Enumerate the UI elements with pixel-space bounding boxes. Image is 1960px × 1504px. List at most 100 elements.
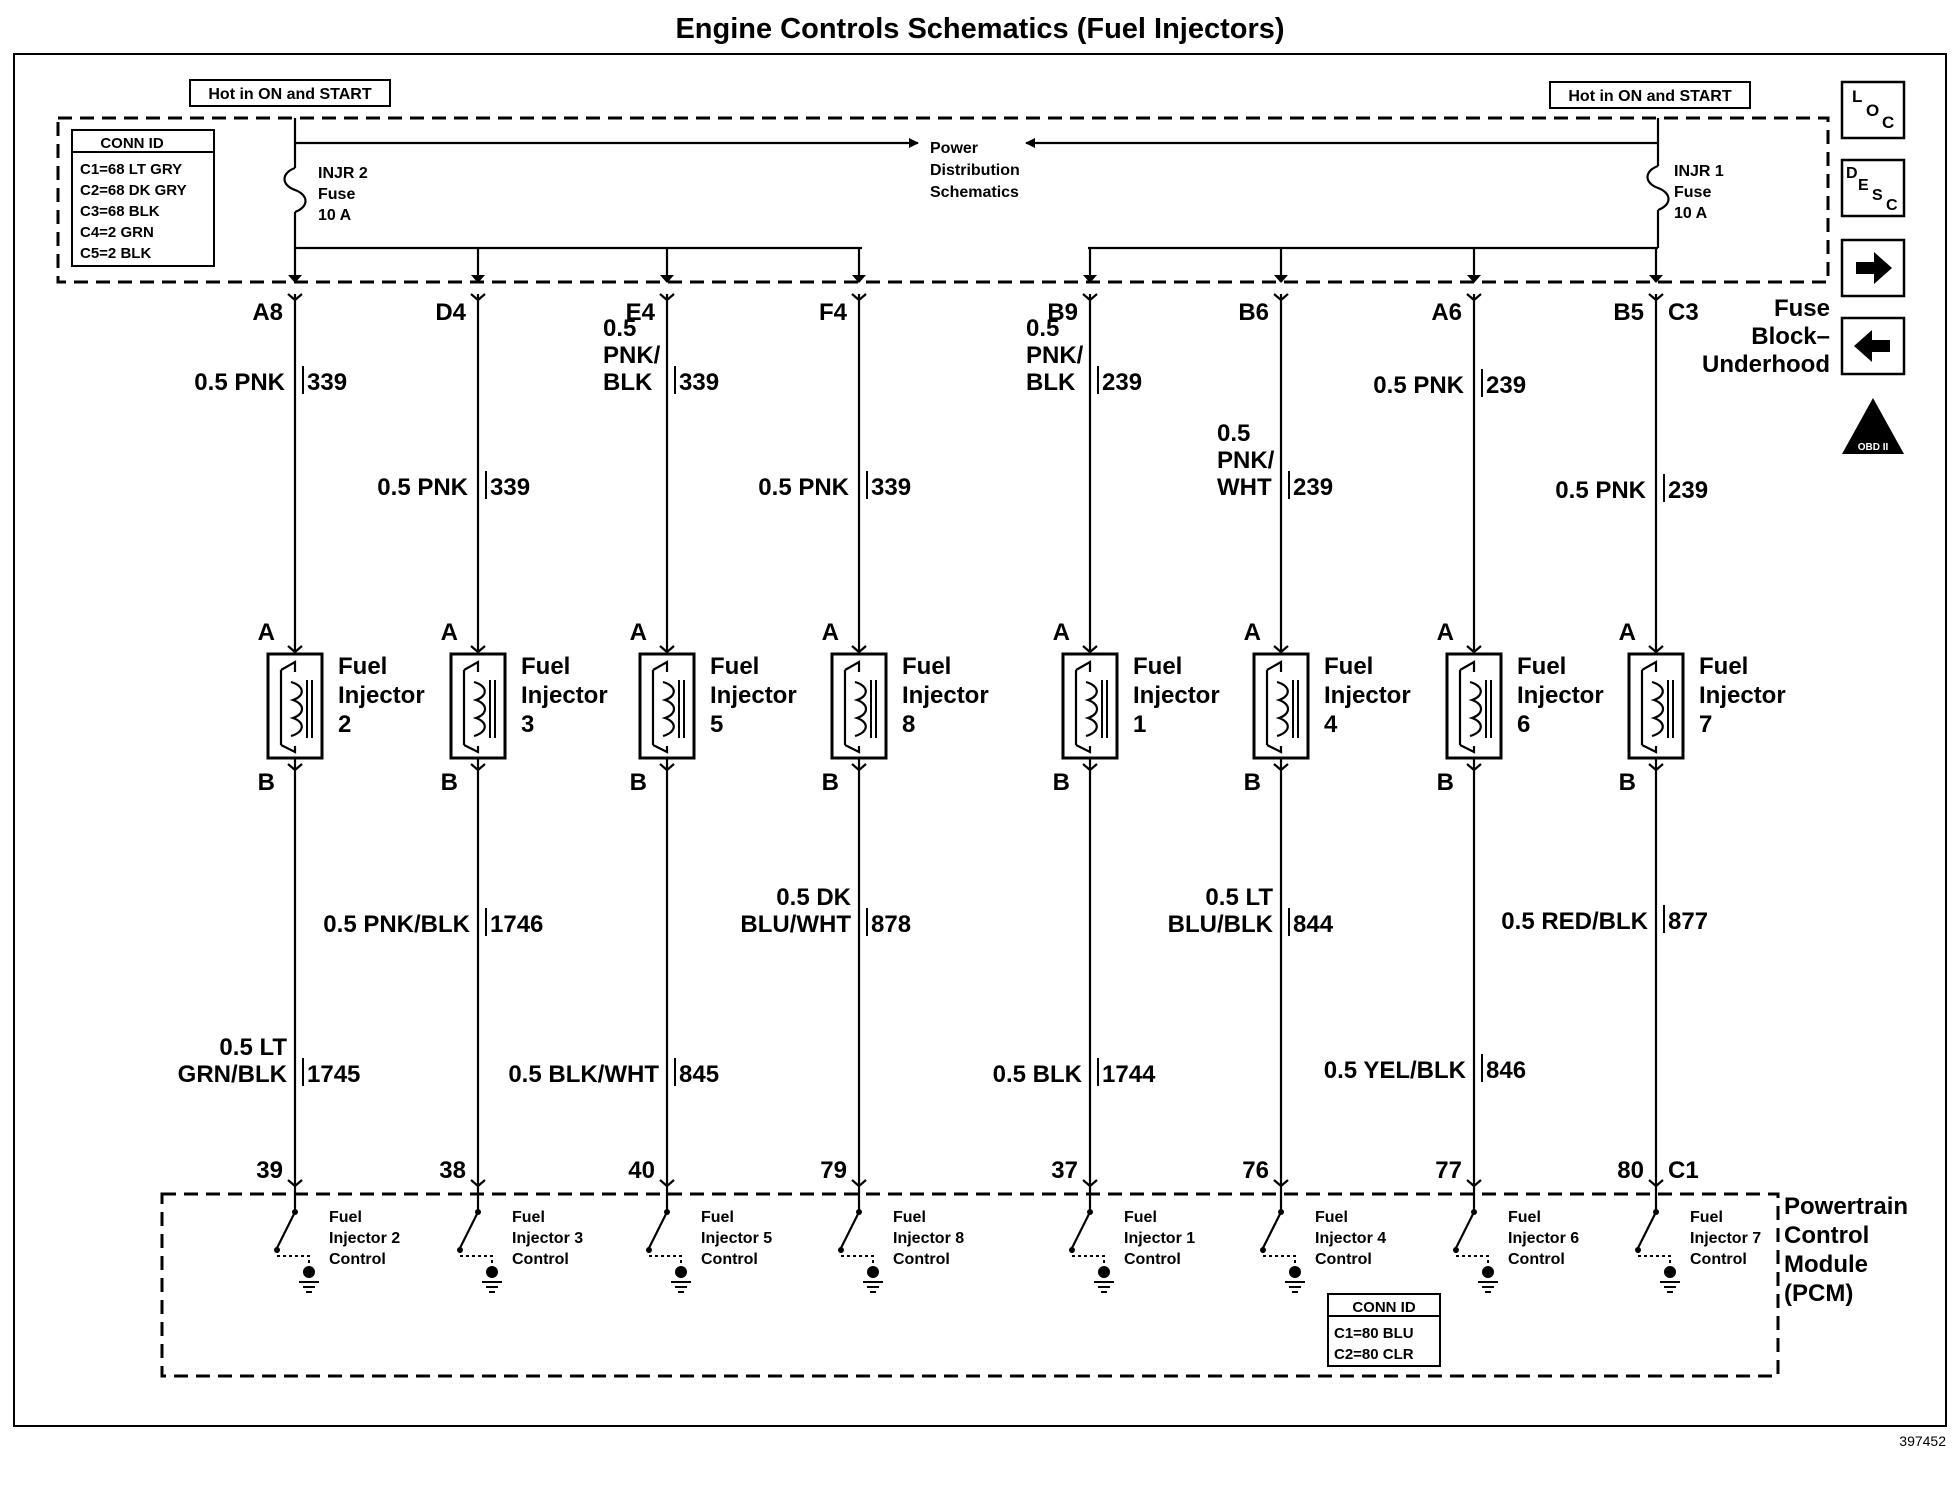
terminal-b-label: B	[258, 769, 275, 796]
driver-switch-icon	[1262, 1211, 1282, 1249]
injector-lead	[1075, 660, 1092, 672]
pcm-pin: 38	[439, 1157, 466, 1184]
pcm-control-label: Fuel	[1690, 1209, 1723, 1226]
lower-circuit-number: 845	[679, 1061, 719, 1088]
svg-text:CONN ID: CONN ID	[100, 135, 164, 152]
supply-arrow-icon	[1083, 275, 1097, 283]
driver-switch-icon	[840, 1211, 860, 1249]
conn-id-table-pcm: CONN ID C1=80 BLU C2=80 CLR	[1327, 1293, 1441, 1367]
lower-wire-color: BLU/BLK	[1168, 911, 1274, 938]
upper-wire-color: 0.5 PNK	[1555, 477, 1646, 504]
ground-lead	[1262, 1250, 1296, 1266]
upper-wire-color: PNK/	[1217, 447, 1275, 474]
next-arrow-button[interactable]	[1840, 238, 1906, 298]
loc-button[interactable]: L O C	[1840, 80, 1906, 140]
upper-wire-color: 0.5 PNK	[377, 474, 468, 501]
driver-switch-icon	[1637, 1211, 1657, 1249]
upper-wire-color: PNK/	[1026, 342, 1084, 369]
supply-arrow-icon	[660, 275, 674, 283]
supply-arrow-icon	[288, 275, 302, 283]
injector-name: Fuel	[521, 653, 570, 680]
ground-icon	[1098, 1266, 1110, 1278]
svg-text:Fuse: Fuse	[1674, 184, 1711, 201]
injector-name: Fuel	[902, 653, 951, 680]
svg-text:Module: Module	[1784, 1251, 1868, 1278]
upper-wire-color: 0.5	[1217, 420, 1250, 447]
ground-lead	[840, 1250, 874, 1266]
terminal-a-label: A	[1437, 619, 1454, 646]
upper-circuit-number: 339	[307, 369, 347, 396]
solenoid-coil-icon	[1468, 680, 1483, 738]
desc-button[interactable]: D E S C	[1840, 158, 1906, 218]
diagram-frame	[13, 53, 1947, 1427]
pcm-control-label: Injector 2	[329, 1230, 400, 1247]
injector-name: Injector	[521, 682, 608, 709]
solenoid-coil-icon	[289, 680, 304, 738]
svg-text:Powertrain: Powertrain	[1784, 1193, 1908, 1220]
pcm-control-label: Injector 6	[1508, 1230, 1579, 1247]
svg-text:Hot in ON and START: Hot in ON and START	[208, 86, 371, 103]
pcm-control-label: Injector 5	[701, 1230, 772, 1247]
terminal-b-label: B	[441, 769, 458, 796]
lower-circuit-number: 877	[1668, 908, 1708, 935]
ground-lead	[1455, 1250, 1489, 1266]
solenoid-coil-icon	[1275, 680, 1290, 738]
lower-wire-color: 0.5 LT	[1205, 884, 1273, 911]
fuse-block-pin: A8	[252, 299, 283, 326]
pcm-pin: 77	[1435, 1157, 1462, 1184]
pcm-control-label: Control	[1508, 1251, 1565, 1268]
ground-icon	[303, 1266, 315, 1278]
upper-circuit-number: 339	[871, 474, 911, 501]
svg-text:C3=68 BLK: C3=68 BLK	[80, 203, 160, 220]
upper-wire-color: WHT	[1217, 474, 1272, 501]
ground-lead	[648, 1250, 682, 1266]
svg-text:INJR 1: INJR 1	[1674, 163, 1724, 180]
upper-wire-color: 0.5 PNK	[1373, 372, 1464, 399]
pcm-control-label: Injector 1	[1124, 1230, 1195, 1247]
fuse-block-pin: E4	[626, 299, 656, 326]
upper-wire-color: PNK/	[603, 342, 661, 369]
solenoid-coil-icon	[661, 680, 676, 738]
connector-terminal	[1466, 645, 1482, 654]
previous-arrow-button[interactable]	[1840, 316, 1906, 376]
solenoid-coil-icon	[1084, 680, 1099, 738]
pcm-connector: C1	[1668, 1157, 1699, 1184]
hot-label-right: Hot in ON and START	[1549, 81, 1751, 109]
arrow-left-icon	[1854, 330, 1890, 362]
svg-text:C2=80 CLR: C2=80 CLR	[1334, 1346, 1414, 1363]
power-distribution-reference: Power Distribution Schematics	[930, 140, 1020, 201]
driver-switch-icon	[648, 1211, 668, 1249]
terminal-b-label: B	[822, 769, 839, 796]
svg-text:C1=68 LT GRY: C1=68 LT GRY	[80, 161, 182, 178]
upper-wire-color: BLK	[603, 369, 653, 396]
svg-text:(PCM): (PCM)	[1784, 1280, 1853, 1307]
solenoid-coil-icon	[853, 680, 868, 738]
svg-text:C1=80 BLU: C1=80 BLU	[1334, 1325, 1414, 1342]
injector-name: Injector	[1699, 682, 1786, 709]
pcm-pin: 40	[628, 1157, 655, 1184]
obd-ii-button[interactable]: OBD II	[1842, 398, 1904, 454]
svg-text:E: E	[1858, 177, 1869, 194]
terminal-a-label: A	[822, 619, 839, 646]
injector-lead	[1266, 660, 1283, 672]
ground-lead	[1637, 1250, 1671, 1266]
solenoid-coil-icon	[472, 680, 487, 738]
connector-terminal	[659, 645, 675, 654]
hot-label-left: Hot in ON and START	[189, 79, 391, 107]
injector-lead	[1459, 660, 1476, 672]
ground-icon	[1289, 1266, 1301, 1278]
ground-lead	[1071, 1250, 1105, 1266]
injector-name: 5	[710, 711, 723, 738]
upper-wire-color: 0.5 PNK	[194, 369, 285, 396]
svg-text:INJR 2: INJR 2	[318, 165, 368, 182]
terminal-b-label: B	[1244, 769, 1261, 796]
injector-name: Fuel	[1324, 653, 1373, 680]
upper-circuit-number: 339	[490, 474, 530, 501]
driver-switch-icon	[276, 1211, 296, 1249]
injector-name: 2	[338, 711, 351, 738]
pcm-control-label: Fuel	[512, 1209, 545, 1226]
pcm-control-label: Fuel	[1315, 1209, 1348, 1226]
